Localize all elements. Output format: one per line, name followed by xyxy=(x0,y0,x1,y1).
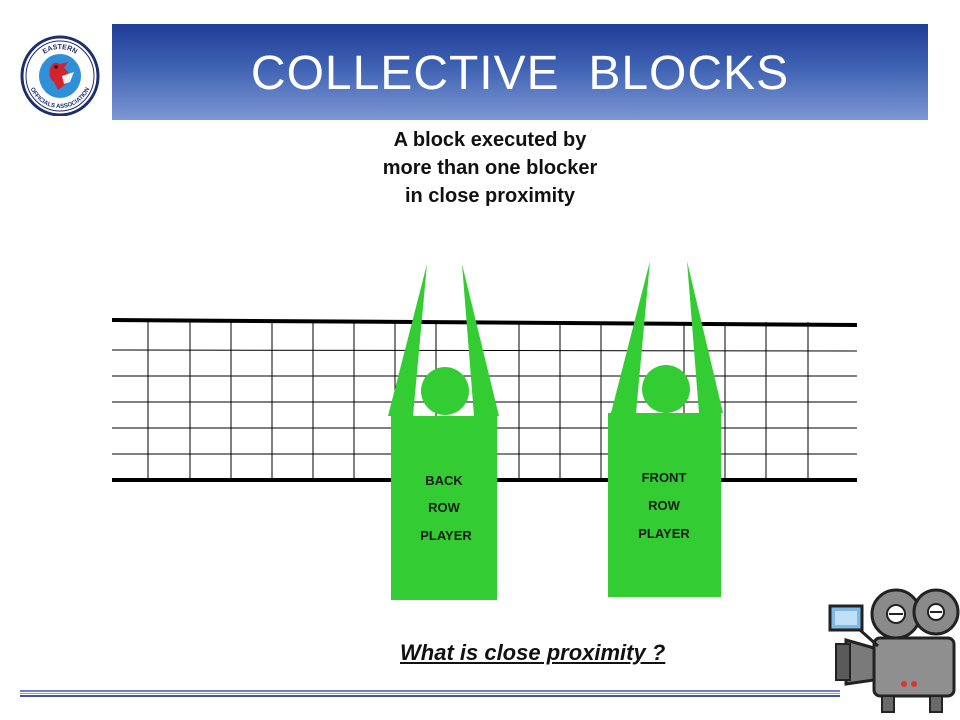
proximity-question: What is close proximity ? xyxy=(400,640,666,665)
bottom-divider xyxy=(20,690,840,697)
title-bar: COLLECTIVE BLOCKS xyxy=(112,24,928,120)
video-camera-icon[interactable] xyxy=(826,584,960,714)
back-player-label-2: ROW xyxy=(428,500,461,515)
cardinal-emblem-icon: EASTERN OFFICIALS ASSOCIATION xyxy=(20,35,100,116)
front-player-label-2: ROW xyxy=(648,498,681,513)
slide-title: COLLECTIVE BLOCKS xyxy=(250,47,790,100)
logo-top-text: EASTERN xyxy=(42,44,79,56)
back-player-label-3: PLAYER xyxy=(420,528,472,543)
front-player-label-1: FRONT xyxy=(642,470,687,485)
definition-line-1: A block executed by xyxy=(393,129,587,151)
definition-text: A block executed by more than one blocke… xyxy=(300,126,680,210)
front-player-label-3: PLAYER xyxy=(638,526,690,541)
back-player-label-1: BACK xyxy=(425,473,463,488)
definition-line-3: in close proximity xyxy=(404,185,576,207)
back-row-player: BACK ROW PLAYER xyxy=(388,264,499,600)
front-row-player: FRONT ROW PLAYER xyxy=(608,261,723,597)
definition-line-2: more than one blocker xyxy=(382,157,598,179)
